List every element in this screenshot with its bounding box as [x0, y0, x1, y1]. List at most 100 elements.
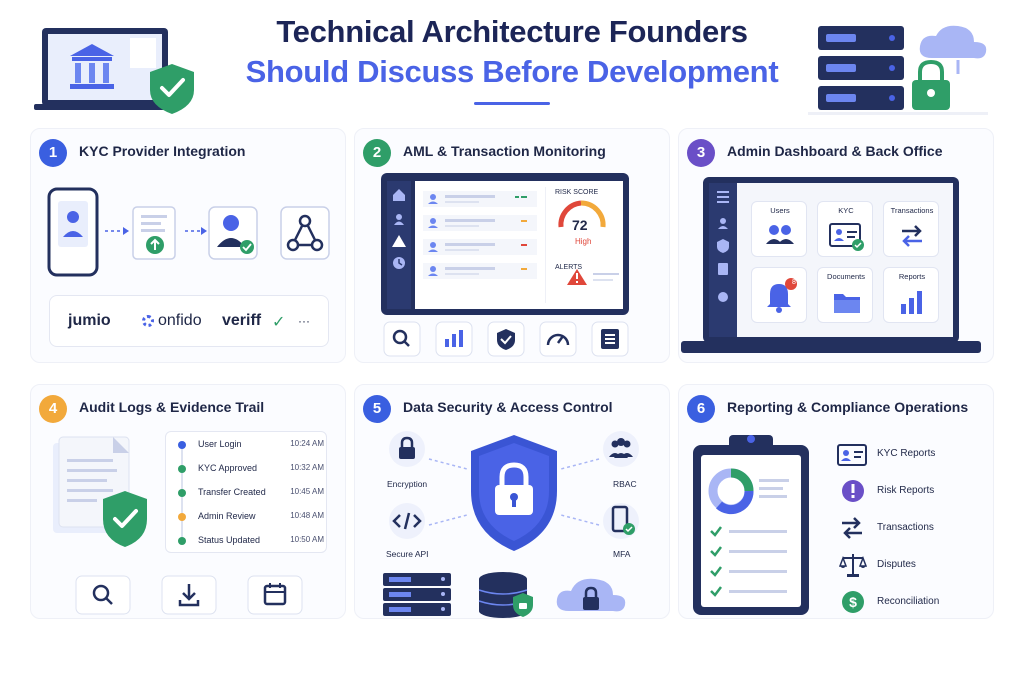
aml-tools-row: [383, 321, 629, 357]
card-number: 6: [687, 395, 715, 423]
transfer-arrows-icon: [902, 225, 922, 247]
compliance-clipboard-icon: [693, 435, 809, 615]
id-card-check-icon: [829, 223, 864, 251]
feature-mfa: MFA: [613, 549, 631, 559]
document-upload-icon: [132, 206, 176, 260]
log-entry[interactable]: User Login 10:24 AM: [174, 438, 324, 454]
speedometer-icon: [546, 333, 570, 346]
network-hub-icon: [280, 206, 330, 260]
search-icon: [392, 329, 410, 347]
calendar-icon: [263, 583, 287, 606]
card-title: AML & Transaction Monitoring: [403, 143, 606, 159]
scales-icon: [839, 554, 867, 577]
audit-document-shield-icon: [53, 436, 147, 547]
onfido-logo-icon: [142, 315, 154, 327]
card-number: 1: [39, 139, 67, 167]
notification-count: 8: [792, 279, 796, 286]
card-title: Reporting & Compliance Operations: [727, 399, 969, 415]
card-number: 4: [39, 395, 67, 423]
home-icon: [393, 189, 405, 201]
card-audit-logs-evidence-trail: 4 Audit Logs & Evidence Trail User Login…: [30, 384, 346, 619]
infrastructure-icons: [383, 572, 626, 618]
risk-score-label: RISK SCORE: [555, 189, 599, 196]
code-icon: [389, 503, 425, 539]
warning-icon: [392, 235, 406, 247]
admin-tile-documents[interactable]: Documents: [817, 267, 873, 323]
title-underline: [474, 102, 550, 105]
card-number: 2: [363, 139, 391, 167]
dollar-circle-icon: $: [842, 591, 864, 613]
header: Technical Architecture Founders Should D…: [0, 0, 1024, 120]
bank-laptop-icon: [34, 28, 194, 114]
feature-rbac: RBAC: [613, 479, 637, 489]
card-data-security-access-control: 5 Data Security & Access Control: [354, 384, 670, 619]
card-title: Audit Logs & Evidence Trail: [79, 399, 265, 415]
log-entry[interactable]: Transfer Created 10:45 AM: [174, 486, 324, 502]
svg-text:$: $: [849, 594, 857, 610]
shield-icon: [497, 329, 515, 350]
user-verified-icon: [208, 206, 258, 260]
report-item-risk[interactable]: Risk Reports: [835, 476, 969, 506]
more-providers: ···: [298, 314, 310, 328]
phone-id-icon: [47, 187, 99, 277]
document-icon: [601, 329, 619, 349]
risk-score-value: 72: [572, 217, 588, 233]
admin-tile-kyc[interactable]: KYC: [817, 201, 873, 257]
log-entry[interactable]: Status Updated 10:50 AM: [174, 534, 324, 550]
bar-chart-icon: [901, 291, 922, 314]
provider-jumio: jumio: [68, 312, 111, 329]
feature-encryption: Encryption: [387, 479, 428, 489]
cloud-lock-icon: [556, 578, 626, 612]
alerts-label: ALERTS: [555, 264, 583, 271]
database-shield-icon: [478, 572, 533, 618]
card-reporting-compliance-operations: 6 Reporting & Compliance Operations: [678, 384, 994, 619]
search-icon: [92, 584, 113, 605]
page-title-line-2: Should Discuss Before Development: [245, 54, 779, 89]
monitoring-dashboard: [381, 173, 629, 315]
mfa-phone-icon: [603, 503, 639, 539]
rbac-users-icon: [603, 431, 639, 467]
card-kyc-provider-integration: 1 KYC Provider Integration: [30, 128, 346, 363]
admin-tile-transactions[interactable]: Transactions: [883, 201, 939, 257]
card-aml-transaction-monitoring: 2 AML & Transaction Monitoring: [354, 128, 670, 363]
checkmark-icon: ✓: [272, 314, 286, 331]
bell-icon: [767, 278, 797, 313]
report-item-disputes[interactable]: Disputes: [835, 550, 969, 580]
admin-tile-users[interactable]: Users: [751, 201, 807, 257]
bar-chart-icon: [445, 330, 463, 347]
card-title: KYC Provider Integration: [79, 143, 246, 159]
alert-circle-icon: [842, 480, 864, 502]
log-entry[interactable]: KYC Approved 10:32 AM: [174, 462, 324, 478]
card-admin-dashboard-back-office: 3 Admin Dashboard & Back Office Users KY…: [678, 128, 994, 363]
server-rack-icon: [383, 573, 451, 616]
encryption-lock-icon: [389, 431, 425, 467]
user-avatar-icon: [428, 194, 438, 276]
log-entry[interactable]: Admin Review 10:48 AM: [174, 510, 324, 526]
feature-secure-api: Secure API: [386, 549, 429, 559]
kyc-provider-logos: jumio onfido veriff ✓ ···: [49, 295, 329, 347]
provider-veriff: veriff: [222, 312, 262, 329]
card-number: 5: [363, 395, 391, 423]
risk-level: High: [575, 237, 592, 246]
user-icon: [394, 214, 404, 225]
card-title: Admin Dashboard & Back Office: [727, 143, 943, 159]
admin-tile-notifications[interactable]: 8: [751, 267, 807, 323]
card-number: 3: [687, 139, 715, 167]
clock-icon: [393, 257, 405, 269]
server-cloud-lock-icon: [808, 25, 988, 115]
admin-tile-reports[interactable]: Reports: [883, 267, 939, 323]
id-card-icon: [837, 444, 867, 466]
report-item-kyc[interactable]: KYC Reports: [835, 439, 969, 469]
audit-tools-row: [75, 575, 303, 615]
card-title: Data Security & Access Control: [403, 399, 613, 415]
download-icon: [178, 584, 200, 607]
security-diagram: [389, 431, 639, 551]
report-item-transactions[interactable]: Transactions: [835, 513, 969, 543]
page-title-line-1: Technical Architecture Founders: [276, 14, 748, 49]
shield-lock-icon: [471, 435, 557, 551]
audit-log-list: User Login 10:24 AM KYC Approved 10:32 A…: [165, 431, 327, 553]
folder-icon: [834, 294, 860, 313]
kyc-flow-diagram: [47, 187, 330, 277]
report-item-reconciliation[interactable]: $ Reconciliation: [835, 587, 969, 617]
transfer-arrows-icon: [842, 517, 862, 539]
